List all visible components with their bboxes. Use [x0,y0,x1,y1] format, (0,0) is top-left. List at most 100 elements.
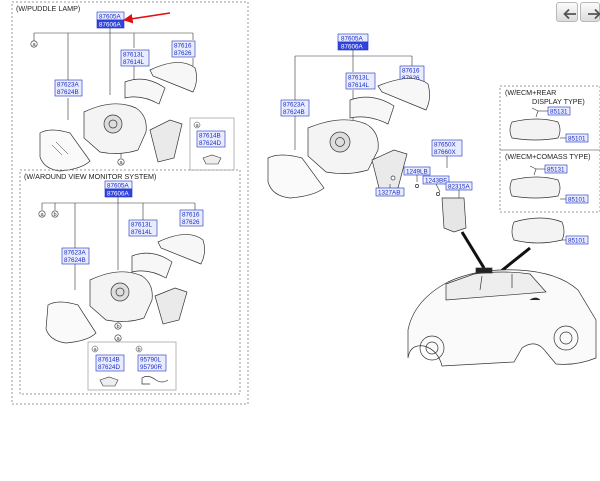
svg-text:87623A: 87623A [57,82,80,89]
label-around-assy[interactable]: 87605A 87606A [104,180,133,198]
svg-text:87660X: 87660X [434,149,457,156]
label-main-bolt[interactable]: 1327AB [375,187,405,197]
svg-text:85101: 85101 [568,238,586,245]
label-puddle-assy[interactable]: 87605A 87606A [96,11,125,29]
svg-text:87616: 87616 [174,43,192,50]
svg-text:87605A: 87605A [99,14,122,21]
svg-text:87614L: 87614L [123,59,145,66]
around-callout-a-2: a [116,336,120,342]
bracket-drawing [390,175,467,233]
svg-text:87606A: 87606A [341,44,364,51]
main-mirror-drawing [267,78,430,199]
label-main-repeater[interactable]: 87650X 87660X [431,139,463,157]
svg-text:95790L: 95790L [140,357,162,364]
ecm-compass-mirror-drawing [509,176,561,199]
around-view-title: (W/AROUND VIEW MONITOR SYSTEM) [24,172,156,181]
label-around-lamp[interactable]: 87614B 87624D [95,354,125,372]
callout-a-2: a [119,160,123,166]
around-leader-lines [41,197,196,322]
pointer-mirror-to-car [499,246,531,274]
label-main-assy[interactable]: 87605A 87606A [337,33,369,51]
bracket-leader-lines [389,156,460,198]
label-ecm-compass-b[interactable]: 85101 [565,194,589,204]
ecm-rear-mirror-drawing [509,118,561,141]
label-main-inner-mirror[interactable]: 85101 [565,235,589,245]
svg-text:87614L: 87614L [348,82,370,89]
next-button[interactable] [580,2,600,22]
puddle-leader-lines [33,28,194,158]
label-puddle-cover-lower[interactable]: 87613L 87614L [120,49,150,67]
label-around-cover-upper[interactable]: 87616 87626 [179,209,204,227]
puddle-mirror-drawing [39,62,197,172]
svg-text:87650X: 87650X [434,142,457,149]
svg-text:87624B: 87624B [57,89,79,96]
around-mirror-drawing [45,234,205,344]
callout-a-circle [30,40,38,48]
label-around-glass[interactable]: 87623A 87624B [61,247,90,265]
svg-text:87606A: 87606A [107,191,130,198]
svg-text:87613L: 87613L [131,222,153,229]
around-view-section [19,169,241,395]
label-around-cover-lower[interactable]: 87613L 87614L [128,219,158,237]
svg-text:87624D: 87624D [98,364,121,371]
ecm-compass-section [499,149,600,213]
label-puddle-glass[interactable]: 87623A 87624B [54,79,83,97]
svg-text:87614B: 87614B [199,133,221,140]
arrow-right-icon [588,8,600,19]
svg-text:87624B: 87624B [64,257,86,264]
callout-a: a [32,42,36,48]
prev-button[interactable] [556,2,578,22]
pointer-bracket-to-car [460,231,486,269]
around-lamp-icon [99,376,119,387]
label-main-glass[interactable]: 87623A 87624B [280,99,310,117]
svg-text:1243BF: 1243BF [425,178,447,185]
svg-text:87623A: 87623A [64,250,87,257]
around-callout-b: b [53,212,56,218]
inner-mirror-drawing [511,217,565,244]
ecm-rear-title-1: (W/ECM+REAR [505,88,556,97]
ecm-compass-title: (W/ECM+COMASS TYPE) [505,152,591,161]
svg-text:87613L: 87613L [123,52,145,59]
svg-text:87624B: 87624B [283,109,305,116]
svg-text:87605A: 87605A [341,36,364,43]
around-callout-b-3: b [137,347,140,353]
svg-text:85101: 85101 [568,197,586,204]
around-callout-a: a [40,212,44,218]
camera-wire-icon [141,376,169,385]
callout-a-circle-2 [117,158,125,166]
label-puddle-lamp[interactable]: 87614B 87624D [196,130,226,148]
label-main-screw-b[interactable]: 1243BF [422,175,450,185]
label-main-bracket[interactable]: 82315A [445,181,473,191]
around-callout-a-3: a [93,347,97,353]
label-around-camera[interactable]: 95790L 95790R [137,354,167,372]
svg-text:87606A: 87606A [99,22,122,29]
car-drawing [407,267,597,367]
puddle-lamp-title: (W/PUDDLE LAMP) [16,4,80,13]
around-callout-b-2: b [116,324,119,330]
svg-text:87624D: 87624D [199,140,222,147]
svg-text:82315A: 82315A [448,184,471,191]
label-ecm-compass-a[interactable]: 85131 [544,164,568,174]
svg-text:1249LB: 1249LB [406,169,428,176]
puddle-lamp-section [11,1,249,405]
red-arrow-icon [123,12,171,24]
svg-text:85101: 85101 [568,136,586,143]
svg-text:85131: 85131 [547,167,565,174]
around-subbox [87,341,177,391]
svg-text:87626: 87626 [182,219,200,226]
label-main-screw-a[interactable]: 1249LB [403,166,431,176]
label-ecm-rear-b[interactable]: 85101 [565,133,589,143]
svg-text:87613L: 87613L [348,75,370,82]
main-leader-lines [294,50,413,150]
label-ecm-rear-a[interactable]: 85131 [547,106,571,116]
svg-text:87614B: 87614B [98,357,120,364]
label-main-cover-lower[interactable]: 87613L 87614L [345,72,376,90]
ecm-rear-title-2: DISPLAY TYPE) [532,97,585,106]
svg-text:87616: 87616 [402,68,420,75]
svg-text:87605A: 87605A [107,183,130,190]
puddle-lamp-icon [202,154,222,165]
svg-text:87626: 87626 [174,50,192,57]
label-puddle-cover-upper[interactable]: 87616 87626 [171,40,196,58]
callout-a-3: a [195,123,199,129]
